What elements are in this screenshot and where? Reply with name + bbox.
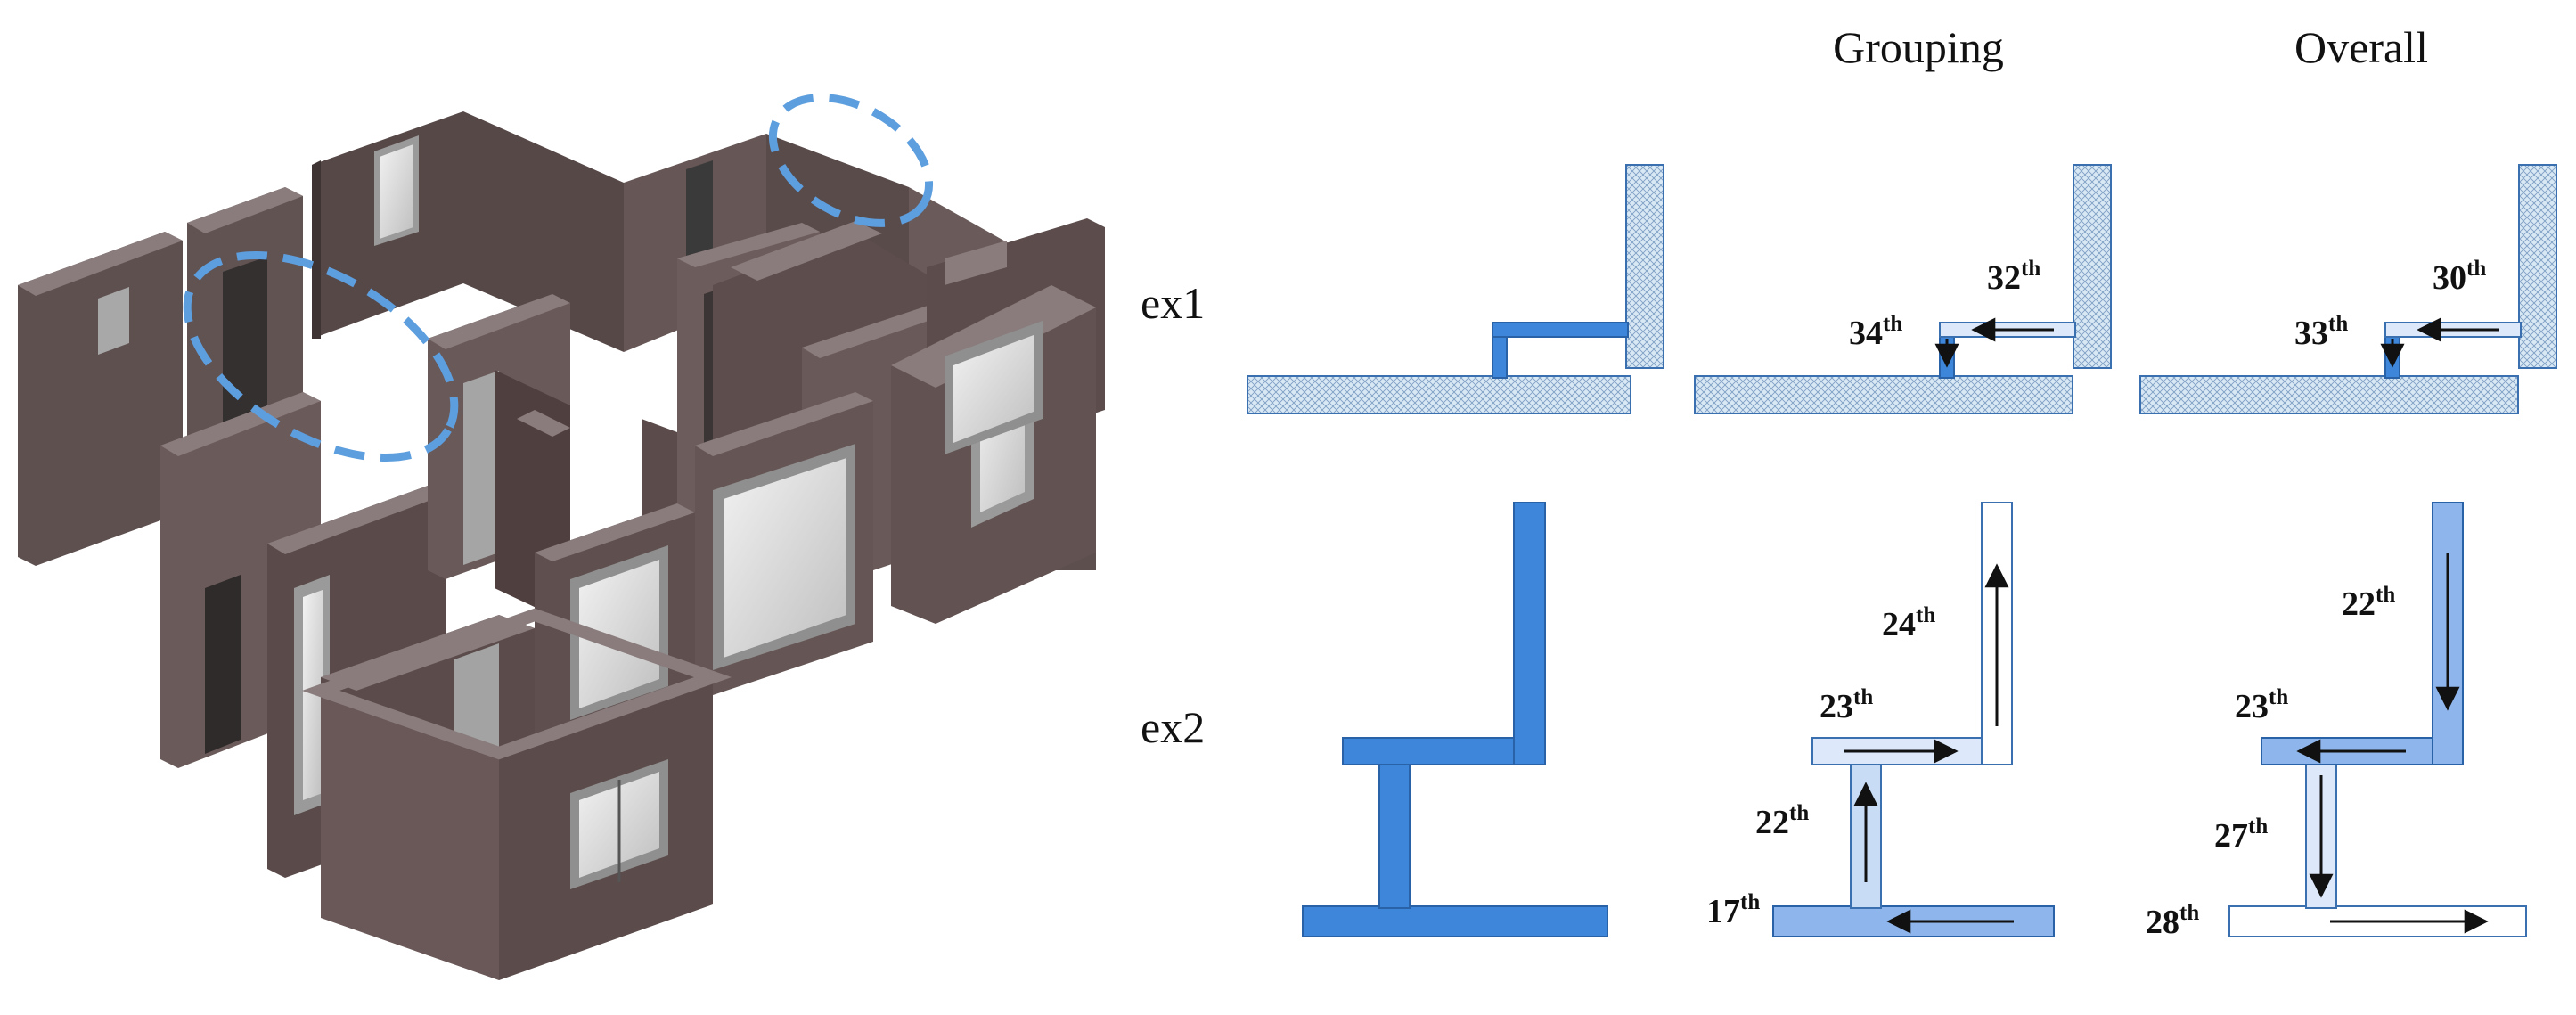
building-walls-left xyxy=(18,187,446,878)
ordinal-label: 24th xyxy=(1882,603,1935,643)
ex1-overall: 30th 33th xyxy=(2139,164,2557,414)
column-header-overall: Overall xyxy=(2294,22,2428,72)
isometric-building-model xyxy=(18,94,1105,980)
ordinal-label: 17th xyxy=(1706,890,1760,930)
ordinal-label: 27th xyxy=(2214,814,2268,855)
ordinal-label: 22th xyxy=(1755,801,1809,841)
ordinal-label: 23th xyxy=(2235,685,2288,725)
ex1-grouping: 32th 34th xyxy=(1694,164,2112,414)
row-label-ex2: ex2 xyxy=(1141,702,1205,752)
ordinal-label: 30th xyxy=(2433,257,2486,297)
building-window-right xyxy=(945,321,1043,454)
ordinal-label: 32th xyxy=(1987,257,2040,297)
ex1-original xyxy=(1247,164,1664,414)
ordinal-label: 23th xyxy=(1820,685,1873,725)
dashed-ellipse-icon xyxy=(183,251,459,462)
ex2-overall: 22th 23th 27th 28th xyxy=(2146,502,2527,941)
building-room-front xyxy=(301,608,732,980)
dashed-ellipse-icon xyxy=(768,94,934,227)
ordinal-label: 34th xyxy=(1849,312,1902,352)
ex2-grouping: 24th 23th 22th 17th xyxy=(1706,502,2055,937)
ordinal-label: 33th xyxy=(2294,312,2348,352)
ex2-original xyxy=(1302,502,1608,937)
building-walls-right xyxy=(535,218,1105,744)
row-label-ex1: ex1 xyxy=(1141,278,1205,328)
column-header-grouping: Grouping xyxy=(1833,22,2004,72)
ordinal-label: 22th xyxy=(2342,583,2395,623)
ordinal-label: 28th xyxy=(2146,901,2199,941)
